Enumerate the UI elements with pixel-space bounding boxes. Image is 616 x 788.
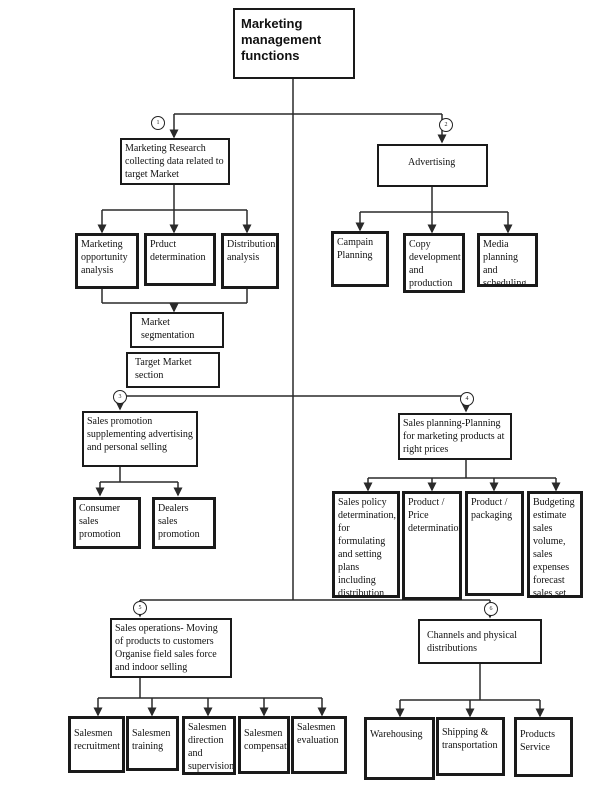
shipping-transportation-label: Shipping & transportation	[442, 727, 498, 751]
dealers-sales-promotion-box: Dealers sales promotion	[152, 497, 216, 549]
budgeting-label: Budgeting estimate sales volume, sales e…	[533, 497, 575, 598]
sales-operations-label: Sales operations- Moving of products to …	[115, 623, 218, 673]
distribution-analysis-box: Distribution analysis	[221, 233, 279, 289]
step-marker-4: 4	[460, 392, 474, 406]
product-determination-box: Prduct determination	[144, 233, 216, 286]
salesmen-compensation-label: Salesmen compensation	[244, 728, 290, 752]
marketing-research-label: Marketing Research collecting data relat…	[125, 143, 224, 180]
salesmen-direction-label: Salesmen direction and supervision	[188, 722, 235, 772]
title-box: Marketing management functions	[233, 8, 355, 79]
step-marker-2: 2	[439, 118, 453, 132]
market-segmentation-label: Market segmentation	[141, 317, 195, 341]
step-marker-1: 1	[151, 116, 165, 130]
distribution-analysis-label: Distribution analysis	[227, 239, 276, 263]
warehousing-label: Warehousing	[370, 729, 423, 740]
salesmen-recruitment-label: Salesmen recruitment	[74, 728, 121, 752]
copy-development-label: Copy development and production	[409, 239, 461, 289]
price-determination-box: Product / Price determination	[402, 491, 462, 600]
opportunity-analysis-label: Marketing opportunity analysis	[81, 239, 128, 276]
channels-box: Channels and physical distributions	[418, 619, 542, 664]
media-planning-box: Media planning and scheduling	[477, 233, 538, 287]
warehousing-box: Warehousing	[364, 717, 435, 780]
marketing-research-box: Marketing Research collecting data relat…	[120, 138, 230, 185]
sales-promotion-label: Sales promotion supplementing advertisin…	[87, 416, 193, 453]
campaign-planning-box: Campain Planning	[331, 231, 389, 287]
copy-development-box: Copy development and production	[403, 233, 465, 293]
sales-planning-box: Sales planning-Planning for marketing pr…	[398, 413, 512, 460]
step-marker-3: 3	[113, 390, 127, 404]
market-segmentation-box: Market segmentation	[130, 312, 224, 348]
shipping-transportation-box: Shipping & transportation	[436, 717, 505, 776]
step-marker-6: 6	[484, 602, 498, 616]
packaging-label: Product / packaging	[471, 497, 513, 521]
target-market-label: Target Market section	[135, 357, 192, 381]
sales-policy-box: Sales policy determination, for formulat…	[332, 491, 400, 598]
dealers-sales-promotion-label: Dealers sales promotion	[158, 503, 200, 540]
salesmen-evaluation-label: Salesmen evaluation	[297, 722, 339, 746]
salesmen-evaluation-box: Salesmen evaluation	[291, 716, 347, 774]
products-service-box: Products Service	[514, 717, 573, 777]
advertising-label: Advertising	[408, 157, 456, 168]
sales-operations-box: Sales operations- Moving of products to …	[110, 618, 232, 678]
packaging-box: Product / packaging	[465, 491, 524, 596]
sales-planning-label: Sales planning-Planning for marketing pr…	[403, 418, 505, 455]
salesmen-compensation-box: Salesmen compensation	[238, 716, 290, 774]
sales-policy-label: Sales policy determination, for formulat…	[338, 497, 397, 598]
price-determination-label: Product / Price determination	[408, 497, 462, 534]
consumer-sales-promotion-label: Consumer sales promotion	[79, 503, 121, 540]
media-planning-label: Media planning and scheduling	[483, 239, 527, 287]
products-service-label: Products Service	[520, 729, 555, 753]
salesmen-training-label: Salesmen training	[132, 728, 171, 752]
product-determination-label: Prduct determination	[150, 239, 206, 263]
sales-promotion-box: Sales promotion supplementing advertisin…	[82, 411, 198, 467]
salesmen-direction-box: Salesmen direction and supervision	[182, 716, 236, 775]
title-text: Marketing management functions	[241, 16, 322, 63]
target-market-box: Target Market section	[126, 352, 220, 388]
budgeting-box: Budgeting estimate sales volume, sales e…	[527, 491, 583, 598]
step-marker-5: 5	[133, 601, 147, 615]
salesmen-recruitment-box: Salesmen recruitment	[68, 716, 125, 773]
channels-label: Channels and physical distributions	[427, 630, 517, 654]
consumer-sales-promotion-box: Consumer sales promotion	[73, 497, 141, 549]
opportunity-analysis-box: Marketing opportunity analysis	[75, 233, 139, 289]
advertising-box: Advertising	[377, 144, 488, 187]
campaign-planning-label: Campain Planning	[337, 237, 374, 261]
salesmen-training-box: Salesmen training	[126, 716, 179, 771]
